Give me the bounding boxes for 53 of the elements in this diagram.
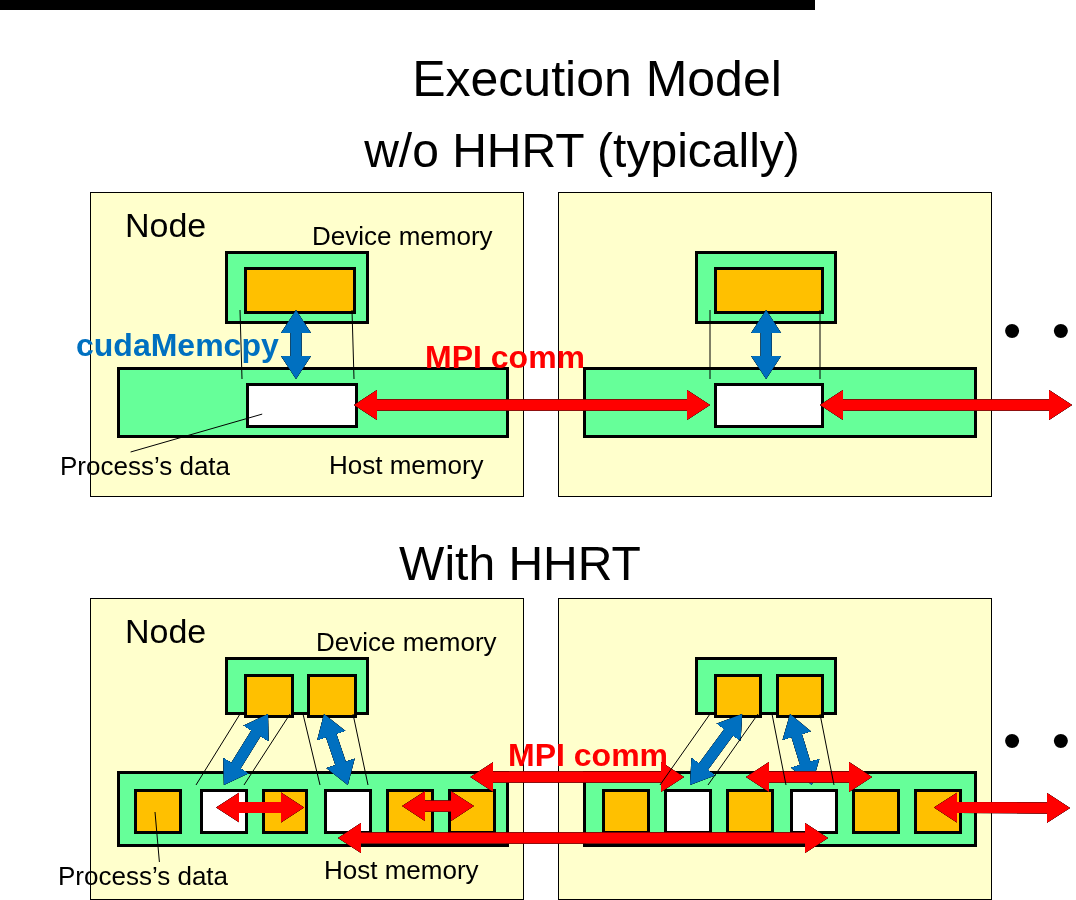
double-arrow xyxy=(317,714,355,785)
double-arrow xyxy=(223,714,269,785)
data-block xyxy=(134,789,182,834)
projection-line xyxy=(707,713,759,786)
projection-line xyxy=(709,309,711,380)
leader-line xyxy=(130,413,263,453)
diagram-title: Execution Model xyxy=(411,52,783,107)
data-block xyxy=(714,674,762,718)
data-block xyxy=(307,674,357,718)
double-arrow xyxy=(216,792,304,823)
memory-bar xyxy=(695,657,837,715)
panel-title: Node xyxy=(125,613,207,651)
projection-line xyxy=(771,713,787,786)
data-block xyxy=(246,383,358,428)
data-block xyxy=(244,674,294,718)
memory-label: Device memory xyxy=(316,628,497,657)
data-block xyxy=(714,267,824,314)
projection-line xyxy=(659,713,711,786)
data-block xyxy=(776,674,824,718)
leader-line xyxy=(154,811,160,863)
ellipsis-dots: • • xyxy=(1003,712,1076,770)
projection-line xyxy=(243,713,291,786)
double-arrow xyxy=(746,761,872,792)
section-heading: With HHRT xyxy=(398,538,642,591)
double-arrow xyxy=(820,390,1072,421)
memory-label: Host memory xyxy=(329,451,484,480)
double-arrow xyxy=(354,390,710,421)
double-arrow xyxy=(751,310,782,379)
double-arrow xyxy=(402,791,474,822)
data-block xyxy=(244,267,356,314)
panel-title: Node xyxy=(125,207,207,245)
data-block xyxy=(726,789,774,834)
double-arrow xyxy=(782,713,820,786)
projection-line xyxy=(819,713,835,786)
projection-line xyxy=(351,309,355,380)
ellipsis-dots: • • xyxy=(1003,302,1076,360)
data-block xyxy=(714,383,824,428)
data-block xyxy=(852,789,900,834)
projection-line xyxy=(352,713,369,786)
double-arrow xyxy=(338,823,828,854)
data-block xyxy=(324,789,372,834)
section-heading: w/o HHRT (typically) xyxy=(363,125,801,178)
projection-line xyxy=(819,309,821,380)
double-arrow xyxy=(281,310,311,379)
memory-bar xyxy=(695,251,837,324)
double-arrow xyxy=(470,761,684,792)
memory-label: Device memory xyxy=(312,222,493,251)
double-arrow xyxy=(934,792,1070,823)
double-arrow xyxy=(690,713,743,786)
data-block xyxy=(664,789,712,834)
memory-label: Host memory xyxy=(324,856,479,885)
data-block xyxy=(790,789,838,834)
data-block xyxy=(602,789,650,834)
